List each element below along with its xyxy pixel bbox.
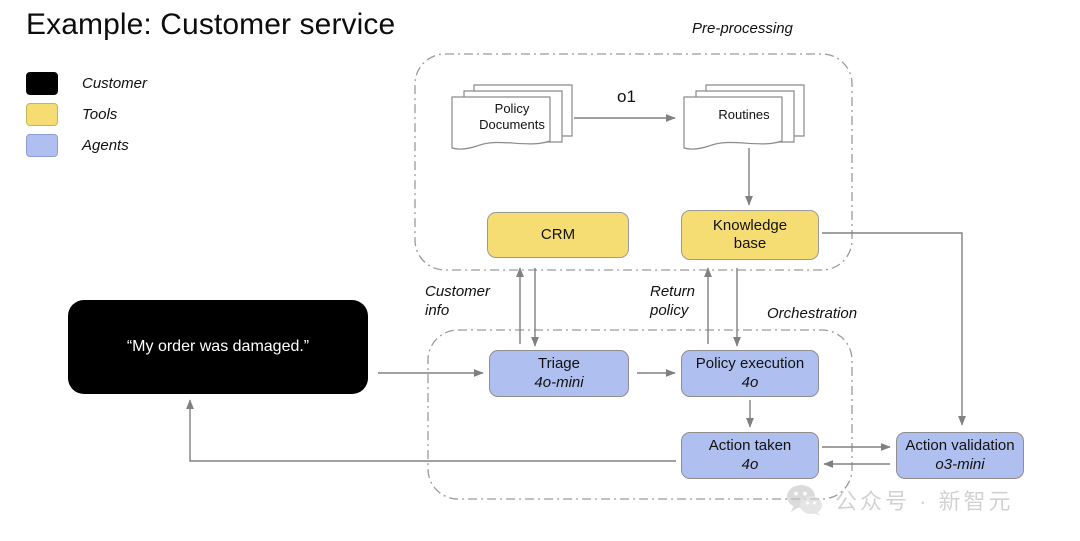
node-policy-execution[interactable]: Policy execution 4o xyxy=(681,350,819,397)
legend-swatch-customer xyxy=(26,72,58,95)
policy-documents-label: Policy Documents xyxy=(452,101,572,134)
node-action-validation[interactable]: Action validation o3-mini xyxy=(896,432,1024,479)
node-action-taken[interactable]: Action taken 4o xyxy=(681,432,819,479)
edge-label-customer-info: Customer info xyxy=(425,283,490,321)
routines-node[interactable]: Routines xyxy=(684,80,804,145)
node-triage-model: 4o-mini xyxy=(534,373,584,391)
edge-label-o1: o1 xyxy=(617,87,636,106)
node-policy-execution-model: 4o xyxy=(741,373,759,391)
edge-label-return-policy: Return policy xyxy=(650,283,695,321)
watermark-text: 公众号 · 新智元 xyxy=(835,489,1014,514)
page-title: Example: Customer service xyxy=(26,8,396,41)
routines-label: Routines xyxy=(718,107,770,122)
node-customer-message-text: “My order was damaged.” xyxy=(126,338,310,356)
legend-item-agents: Agents xyxy=(26,130,147,161)
policy-documents-line2: Documents xyxy=(479,117,545,133)
node-action-validation-title: Action validation xyxy=(905,437,1015,455)
legend-item-customer: Customer xyxy=(26,68,147,99)
legend-label-agents: Agents xyxy=(82,137,129,154)
group-label-preprocessing: Pre-processing xyxy=(692,20,793,37)
legend-swatch-agents xyxy=(26,134,58,157)
return-policy-line1: Return xyxy=(650,283,696,300)
legend-item-tools: Tools xyxy=(26,99,147,130)
legend: Customer Tools Agents xyxy=(26,68,147,161)
legend-swatch-tools xyxy=(26,103,58,126)
legend-label-customer: Customer xyxy=(82,75,148,92)
legend-label-tools: Tools xyxy=(82,106,118,123)
node-triage[interactable]: Triage 4o-mini xyxy=(489,350,629,397)
group-label-orchestration: Orchestration xyxy=(767,305,858,322)
edge-action-taken-to-customer xyxy=(186,399,676,462)
return-policy-line2: policy xyxy=(650,301,689,319)
node-crm-title: CRM xyxy=(540,225,576,243)
policy-documents-node[interactable]: Policy Documents xyxy=(452,80,572,145)
node-knowledge-base-title: Knowledge xyxy=(712,216,788,234)
watermark: 公众号 · 新智元 xyxy=(786,484,1014,516)
edge-knowledge-base-to-action-validation xyxy=(822,232,966,426)
policy-documents-line1: Policy xyxy=(494,101,530,116)
node-customer-message[interactable]: “My order was damaged.” xyxy=(68,300,368,394)
node-knowledge-base-title2: base xyxy=(733,235,767,252)
node-policy-execution-title: Policy execution xyxy=(695,355,805,373)
node-action-validation-model: o3-mini xyxy=(935,455,985,473)
node-knowledge-base[interactable]: Knowledge base xyxy=(681,210,819,260)
node-action-taken-model: 4o xyxy=(741,455,759,473)
customer-info-line1: Customer xyxy=(425,283,491,300)
node-crm[interactable]: CRM xyxy=(487,212,629,258)
node-action-taken-title: Action taken xyxy=(708,437,792,455)
customer-info-line2: info xyxy=(425,301,450,319)
wechat-icon xyxy=(787,485,822,516)
node-triage-title: Triage xyxy=(538,355,580,373)
